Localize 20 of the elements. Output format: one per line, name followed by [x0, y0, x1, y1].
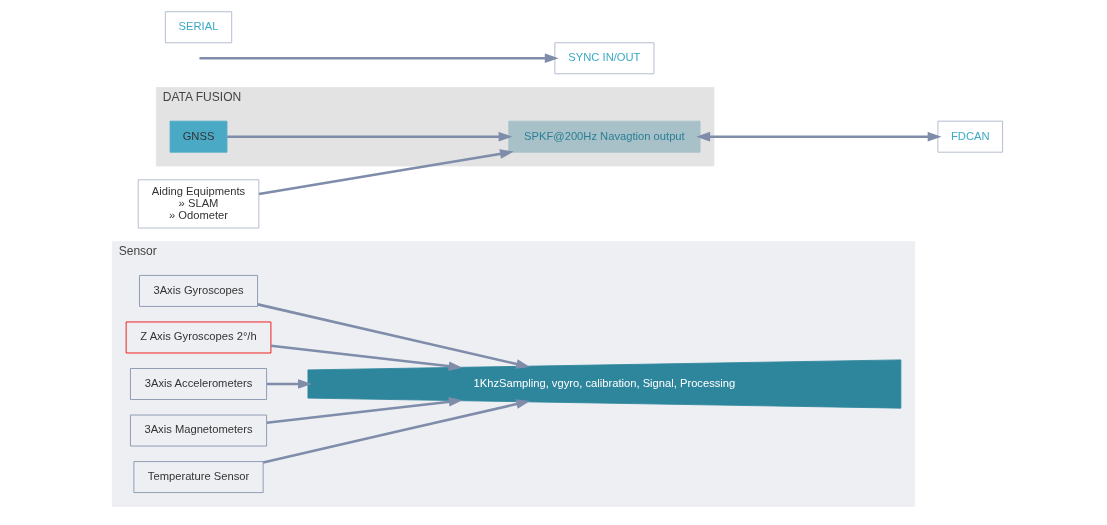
arrow — [198, 53, 559, 64]
arrow — [695, 131, 941, 142]
node-box: 3Axis Gyroscopes — [138, 275, 258, 307]
node-box: SERIAL — [164, 11, 232, 44]
node-box: SYNC IN/OUT — [553, 42, 654, 75]
node-box: GNSS — [169, 120, 227, 153]
arrow — [256, 303, 530, 369]
node-box: Temperature Sensor — [132, 461, 264, 493]
node-box: Z Axis Gyroscopes 2°/h — [125, 321, 271, 354]
arrow — [266, 379, 312, 389]
node-box: 3Axis Magnetometers — [129, 414, 267, 447]
arrow — [266, 397, 463, 425]
node-box: SPKF@200Hz Navagtion output — [507, 120, 700, 153]
node-box: Aiding Equipments » SLAM » Odometer — [137, 179, 259, 229]
arrow — [270, 344, 462, 371]
node-box: FDCAN — [937, 120, 1003, 153]
arrow — [262, 399, 530, 464]
arrow — [258, 149, 514, 196]
node-box: 3Axis Accelerometers — [129, 368, 267, 400]
arrow — [226, 131, 512, 142]
